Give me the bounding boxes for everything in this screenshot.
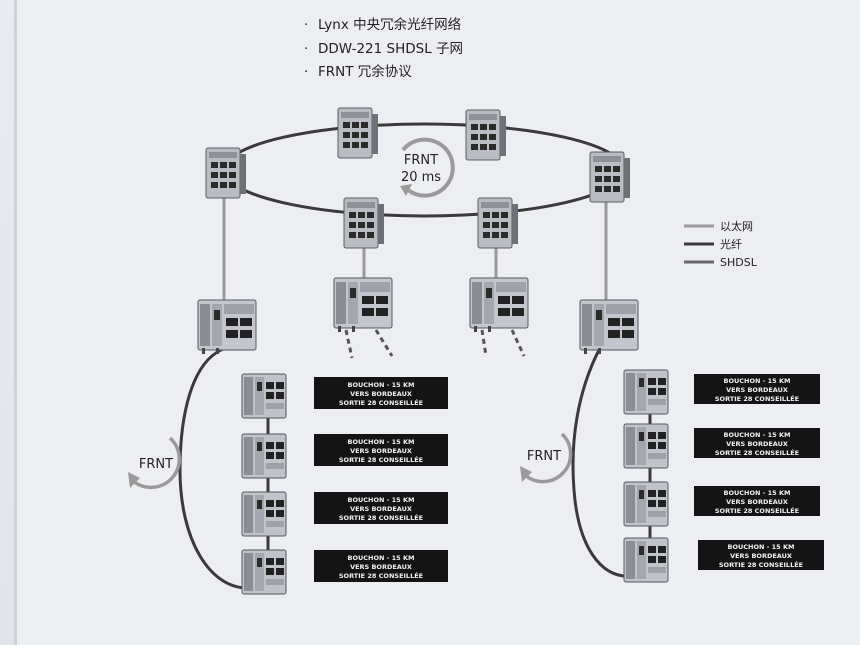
station-label-line: BOUCHON - 15 KM [348, 438, 415, 446]
feature-list: · Lynx 中央冗余光纤网络 · DDW-221 SHDSL 子网 · FRNT 冗… [304, 14, 463, 85]
right-node-switch [623, 537, 669, 583]
station-label-line: BOUCHON - 15 KM [724, 377, 791, 385]
station-label-line: VERS BORDEAUX [350, 563, 412, 571]
bullet: · [304, 17, 309, 33]
station-label: BOUCHON - 15 KM VERS BORDEAUX SORTIE 28 … [694, 486, 820, 516]
station-label-line: VERS BORDEAUX [350, 505, 412, 513]
left-node-switch [241, 373, 287, 419]
legend-label: 以太网 [720, 220, 753, 233]
station-label: BOUCHON - 15 KM VERS BORDEAUX SORTIE 28 … [314, 492, 448, 524]
ethernet-links [222, 195, 608, 300]
feature-text: FRNT 冗余协议 [318, 64, 412, 80]
left-node-switch [241, 433, 287, 479]
station-label-line: VERS BORDEAUX [350, 390, 412, 398]
core-switch [343, 197, 385, 249]
right-frnt-label: FRNT [527, 449, 561, 464]
core-frnt-time: 20 ms [401, 170, 441, 185]
right-node-switch [623, 423, 669, 469]
station-label-line: SORTIE 28 CONSEILLÉE [715, 448, 799, 457]
station-label-line: BOUCHON - 15 KM [724, 489, 791, 497]
station-label: BOUCHON - 15 KM VERS BORDEAUX SORTIE 28 … [694, 428, 820, 458]
station-label-line: BOUCHON - 15 KM [348, 496, 415, 504]
core-switch [337, 107, 379, 159]
left-head-switch [197, 299, 257, 355]
station-labels-left: BOUCHON - 15 KM VERS BORDEAUX SORTIE 28 … [314, 377, 448, 582]
arrow-head-icon [128, 472, 140, 488]
station-label-line: BOUCHON - 15 KM [724, 431, 791, 439]
station-label-line: BOUCHON - 15 KM [348, 381, 415, 389]
feature-text: Lynx 中央冗余光纤网络 [318, 17, 462, 33]
core-switch [465, 109, 507, 161]
feature-item: · FRNT 冗余协议 [304, 61, 463, 85]
station-label-line: VERS BORDEAUX [730, 552, 792, 560]
rotation-arc-icon [401, 137, 455, 198]
feature-text: DDW-221 SHDSL 子网 [318, 40, 464, 57]
station-label-line: SORTIE 28 CONSEILLÉE [715, 394, 799, 403]
shdsl-drop [344, 329, 354, 359]
arrow-head-icon [520, 466, 532, 482]
bullet: · [304, 40, 309, 57]
core-switch [589, 151, 631, 203]
left-node-switch [241, 491, 287, 537]
station-label: BOUCHON - 15 KM VERS BORDEAUX SORTIE 28 … [314, 550, 448, 582]
station-label-line: BOUCHON - 15 KM [348, 554, 415, 562]
left-node-switch [241, 549, 287, 595]
right-node-switch [623, 481, 669, 527]
station-label-line: VERS BORDEAUX [350, 447, 412, 455]
station-label-line: VERS BORDEAUX [726, 498, 788, 506]
right-node-switch [623, 369, 669, 415]
right-sub-network: FRNT [520, 299, 669, 583]
station-label-line: SORTIE 28 CONSEILLÉE [339, 513, 423, 522]
station-label: BOUCHON - 15 KM VERS BORDEAUX SORTIE 28 … [694, 374, 820, 404]
station-label: BOUCHON - 15 KM VERS BORDEAUX SORTIE 28 … [314, 434, 448, 466]
arrow-head-icon [400, 184, 412, 196]
core-switch [477, 197, 519, 249]
core-switch [205, 147, 247, 199]
legend-label: SHDSL [720, 256, 758, 269]
legend-label: 光纤 [720, 237, 742, 251]
station-label-line: SORTIE 28 CONSEILLÉE [339, 571, 423, 580]
right-head-switch [579, 299, 639, 355]
left-frnt-label: FRNT [139, 457, 173, 472]
feature-item: · DDW-221 SHDSL 子网 [304, 38, 463, 62]
station-label: BOUCHON - 15 KM VERS BORDEAUX SORTIE 28 … [698, 540, 824, 570]
core-frnt-label: FRNT [404, 153, 438, 168]
pendant-switches [333, 277, 529, 359]
station-label-line: SORTIE 28 CONSEILLÉE [719, 560, 803, 569]
legend: 以太网 光纤 SHDSL [684, 220, 758, 269]
left-sub-network: FRNT [128, 299, 287, 595]
diagram-page: · Lynx 中央冗余光纤网络 · DDW-221 SHDSL 子网 · FRNT 冗… [14, 0, 860, 645]
shdsl-drop [480, 329, 488, 357]
core-frnt-indicator: FRNT 20 ms [400, 137, 455, 198]
station-label-line: VERS BORDEAUX [726, 386, 788, 394]
shdsl-drop [510, 329, 526, 357]
rotation-arc-icon [130, 436, 182, 490]
bullet: · [304, 64, 309, 80]
station-label-line: VERS BORDEAUX [726, 440, 788, 448]
pendant-switch [469, 277, 529, 333]
station-label-line: SORTIE 28 CONSEILLÉE [339, 398, 423, 407]
station-labels-right: BOUCHON - 15 KM VERS BORDEAUX SORTIE 28 … [694, 374, 824, 570]
pendant-switch [333, 277, 393, 333]
rotation-arc-icon [522, 432, 573, 484]
station-label-line: SORTIE 28 CONSEILLÉE [339, 455, 423, 464]
station-label-line: SORTIE 28 CONSEILLÉE [715, 506, 799, 515]
shdsl-drop [374, 329, 394, 357]
station-label-line: BOUCHON - 15 KM [728, 543, 795, 551]
station-label: BOUCHON - 15 KM VERS BORDEAUX SORTIE 28 … [314, 377, 448, 409]
feature-item: · Lynx 中央冗余光纤网络 [304, 14, 463, 38]
